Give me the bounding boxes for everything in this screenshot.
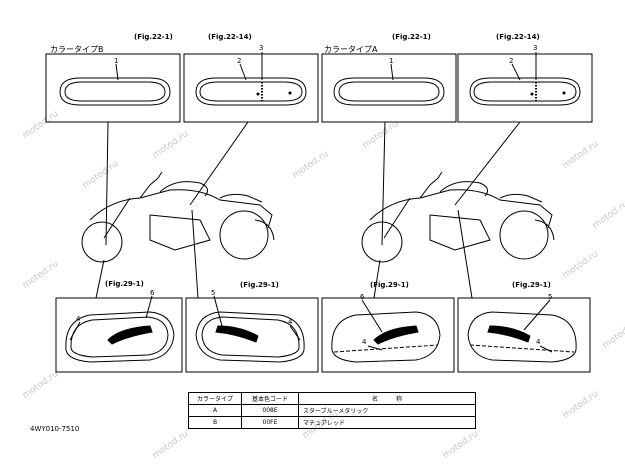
callout-number: 6 — [360, 293, 365, 301]
callout-number: 3 — [533, 44, 538, 52]
legend-row: B 00FE マチュアレッド — [188, 416, 476, 429]
box-b-seat-cowl — [45, 53, 181, 123]
fig-ref: (Fig.22-1) — [392, 33, 431, 41]
fig-ref: (Fig.22-1) — [134, 33, 173, 41]
legend-code: 008E — [241, 404, 299, 417]
motorcycle-a-illustration — [361, 171, 555, 263]
tank-side-b-left — [65, 311, 175, 363]
tank-side-a-left — [331, 311, 441, 363]
legend-header-code: 基本色コード — [241, 392, 299, 405]
callout-number: 1 — [389, 57, 394, 65]
fig-ref: (Fig.29-1) — [370, 281, 409, 289]
callout-number: 5 — [211, 289, 216, 297]
fig-ref: (Fig.22-14) — [496, 33, 540, 41]
seat-cowl-a — [333, 77, 445, 106]
callout-number: 6 — [150, 289, 155, 297]
tank-top-a — [469, 77, 581, 106]
tank-top-b — [195, 77, 307, 106]
tank-side-b-right — [195, 311, 305, 363]
legend-code: 00FE — [241, 416, 299, 429]
legend-name: マチュアレッド — [298, 416, 476, 429]
fig-ref: (Fig.29-1) — [512, 281, 551, 289]
callout-number: 2 — [237, 57, 242, 65]
seat-cowl-b — [59, 77, 171, 106]
legend-name: スターブルーメタリック — [298, 404, 476, 417]
callout-number: 4 — [362, 338, 367, 346]
box-a-seat-cowl — [321, 53, 457, 123]
box-a-tank-top — [457, 53, 593, 123]
fig-ref: (Fig.29-1) — [240, 281, 279, 289]
legend-type: A — [188, 404, 242, 417]
legend-header-row: カラータイプ 基本色コード 名 称 — [188, 392, 476, 405]
box-b-tank-left — [55, 297, 183, 373]
callout-number: 4 — [76, 315, 81, 323]
legend-type: B — [188, 416, 242, 429]
callout-number: 4 — [288, 318, 293, 326]
callout-number: 4 — [536, 338, 541, 346]
callout-number: 2 — [509, 57, 514, 65]
fig-ref: (Fig.22-14) — [208, 33, 252, 41]
box-b-tank-right — [185, 297, 319, 373]
legend-header-type: カラータイプ — [188, 392, 242, 405]
callout-number: 1 — [114, 57, 119, 65]
box-a-tank-left — [321, 297, 455, 373]
section-label-type-a: カラータイプA — [324, 45, 378, 54]
section-label-type-b: カラータイプB — [50, 45, 104, 54]
tank-side-a-right — [467, 311, 577, 363]
callout-number: 3 — [259, 44, 264, 52]
fig-ref: (Fig.29-1) — [105, 280, 144, 288]
legend-header-name: 名 称 — [298, 392, 476, 405]
box-b-tank-top — [183, 53, 319, 123]
color-legend-table: カラータイプ 基本色コード 名 称 A 008E スターブルーメタリック B 0… — [188, 392, 476, 429]
callout-number: 5 — [548, 293, 553, 301]
part-code: 4WY010-7510 — [30, 425, 80, 433]
box-a-tank-right — [457, 297, 591, 373]
legend-row: A 008E スターブルーメタリック — [188, 404, 476, 417]
motorcycle-b-illustration — [81, 171, 275, 263]
